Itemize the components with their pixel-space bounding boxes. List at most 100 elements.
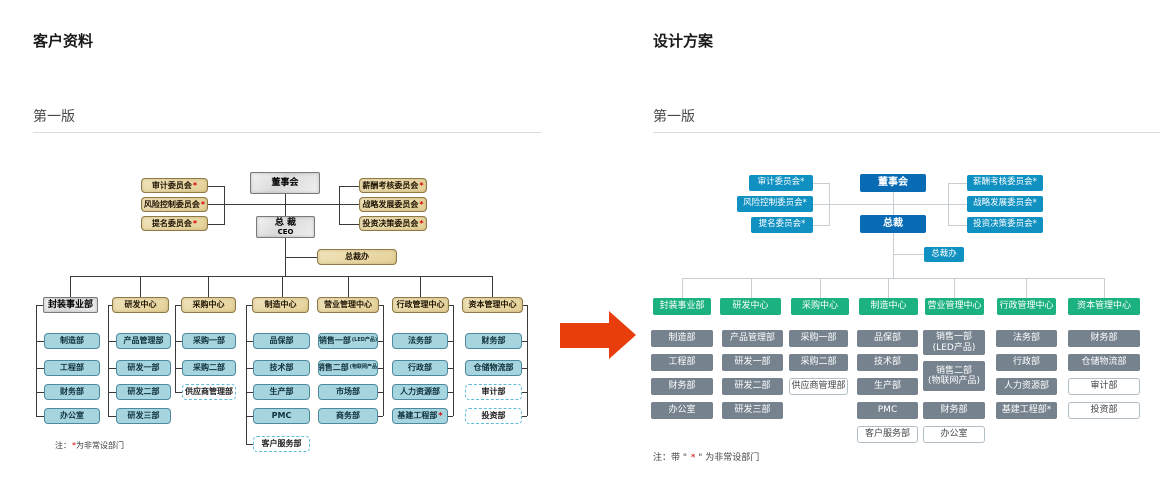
connector-line: [339, 186, 359, 187]
label: 商务部: [336, 411, 360, 421]
connector-line: [893, 233, 894, 278]
connector-line: [208, 186, 224, 187]
label: 研发三部: [734, 405, 771, 416]
label: 生产部: [873, 381, 901, 392]
connector-line: [339, 186, 340, 225]
label: 董事会: [878, 177, 908, 189]
label: 审计部: [481, 387, 506, 397]
connector-line: [36, 341, 44, 342]
department-box: 销售二部(物联网产品): [923, 361, 985, 391]
label: PMC: [271, 411, 292, 421]
department-box: PMC: [857, 402, 918, 419]
ceo-office-box: 总裁办: [924, 247, 964, 262]
label: 封装事业部: [47, 299, 93, 310]
department-box: 客户服务部: [253, 436, 310, 452]
label: 总 裁: [274, 217, 297, 228]
connector-line: [175, 368, 182, 369]
connector-line: [379, 305, 383, 306]
left-chart-note: 注：*为非常设部门: [55, 440, 124, 451]
label: 风险控制委员会: [743, 198, 803, 209]
committee-box: 薪酬考核委员会*: [359, 178, 427, 193]
connector-line: [453, 305, 454, 416]
label: 总裁: [883, 218, 903, 230]
division-header: 研发中心: [720, 298, 781, 315]
transform-arrow-head: [609, 311, 636, 359]
committee-box: 审计委员会*: [141, 178, 208, 193]
label: 产品管理部: [729, 333, 775, 344]
label: 销售一部: [935, 332, 972, 343]
department-box: 仓储物流部: [465, 360, 522, 376]
division-header: 营业管理中心: [317, 297, 379, 313]
connector-line: [36, 416, 44, 417]
connector-line: [948, 183, 967, 184]
division-header: 资本管理中心: [462, 297, 523, 313]
division-header: 封装事业部: [43, 297, 98, 313]
label: 投资决策委员会: [362, 218, 419, 228]
connector-line: [175, 305, 181, 306]
connector-line: [1104, 278, 1105, 298]
connector-line: [208, 224, 224, 225]
left-version-label: 第一版: [33, 109, 75, 125]
department-box: 财务部: [1068, 330, 1140, 347]
board-box: 董事会: [250, 172, 320, 194]
department-box: 生产部: [253, 384, 310, 400]
label: 工程部: [668, 357, 696, 368]
department-box: 产品管理部: [116, 333, 171, 349]
label: 技术部: [873, 357, 901, 368]
label: 供应商管理部: [791, 381, 846, 392]
department-box: 财务部: [465, 333, 522, 349]
department-box: 销售一部(LED产品): [318, 333, 378, 349]
connector-line: [378, 416, 383, 417]
label: 行政管理中心: [396, 300, 445, 310]
connector-line: [378, 368, 383, 369]
department-box: PMC: [253, 408, 310, 424]
label: 财务部: [1090, 333, 1118, 344]
connector-line: [36, 305, 37, 416]
connector-line: [522, 341, 527, 342]
board-box: 董事会: [860, 174, 926, 192]
division-header: 行政管理中心: [392, 297, 449, 313]
label: 法务部: [1012, 333, 1040, 344]
division-header: 研发中心: [112, 297, 169, 313]
label: 研发二部: [127, 387, 160, 397]
department-box: 研发三部: [116, 408, 171, 424]
department-box: 客户服务部: [857, 426, 918, 443]
label: 品保部: [269, 336, 294, 346]
label: 财务部: [481, 336, 506, 346]
connector-line: [448, 392, 453, 393]
connector-line: [893, 192, 894, 215]
department-box: 研发一部: [722, 354, 783, 371]
department-box: 审计部: [1068, 378, 1140, 395]
label: 董事会: [271, 177, 299, 188]
label: 资本管理中心: [468, 300, 517, 310]
star-mark: *: [1032, 219, 1037, 230]
label: 研发中心: [124, 300, 157, 310]
connector-line: [208, 276, 209, 297]
connector-line: [285, 257, 317, 258]
division-header: 采购中心: [181, 297, 236, 313]
connector-line: [378, 341, 383, 342]
ceo-box: 总裁: [860, 215, 926, 233]
division-header: 制造中心: [859, 298, 918, 315]
right-chart-note: 注：带 " * " 为非常设部门: [653, 450, 759, 463]
connector-line: [813, 204, 967, 205]
connector-line: [682, 278, 683, 298]
connector-line: [888, 278, 889, 298]
label: 采购二部: [800, 357, 837, 368]
label: 销售二部: [318, 363, 349, 373]
committee-box: 提名委员会*: [751, 217, 813, 233]
label: 采购一部: [800, 333, 837, 344]
star-mark: *: [802, 198, 807, 209]
label: 财务部: [668, 381, 696, 392]
connector-line: [682, 278, 1104, 279]
left-divider: [33, 132, 541, 133]
label: 工程部: [60, 363, 84, 373]
label: 基建工程部: [397, 411, 438, 421]
label: 研发一部: [127, 363, 160, 373]
connector-line: [108, 368, 116, 369]
committee-box: 风险控制委员会*: [141, 197, 208, 212]
connector-line: [348, 276, 349, 297]
division-header: 行政管理中心: [997, 298, 1056, 315]
connector-line: [246, 305, 252, 306]
connector-line: [108, 305, 109, 416]
